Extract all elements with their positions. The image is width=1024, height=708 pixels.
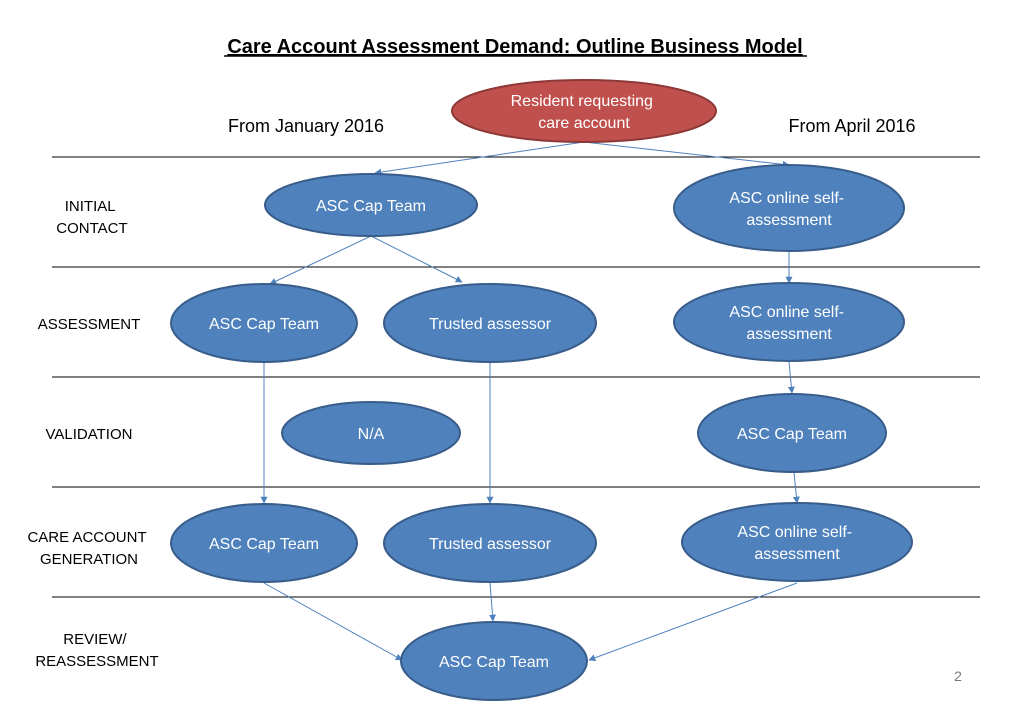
node-assessment-online-self-assessment: ASC online self- assessment bbox=[673, 282, 905, 362]
node-label: ASC Cap Team bbox=[737, 426, 847, 443]
stage-label-validation: VALIDATION bbox=[46, 426, 133, 443]
node-label: ASC Cap Team bbox=[439, 654, 549, 671]
diagram-title: Care Account Assessment Demand: Outline … bbox=[227, 36, 802, 58]
stage-label-line: VALIDATION bbox=[46, 426, 133, 443]
heading-from-april-2016: From April 2016 bbox=[788, 116, 915, 136]
node-assessment-trusted-assessor: Trusted assessor bbox=[383, 283, 597, 363]
node-label-line: ASC Cap Team bbox=[209, 316, 319, 333]
node-shape bbox=[170, 283, 358, 363]
node-label: ASC Cap Team bbox=[209, 536, 319, 553]
node-resident-requesting: Resident requesting care account bbox=[451, 79, 717, 143]
node-generation-trusted-assessor: Trusted assessor bbox=[383, 503, 597, 583]
node-generation-online-self-assessment: ASC online self- assessment bbox=[681, 502, 913, 582]
heading-from-january-2016: From January 2016 bbox=[228, 116, 384, 136]
node-label-line: Trusted assessor bbox=[429, 536, 552, 553]
node-shape bbox=[451, 79, 717, 143]
node-assessment-asc-cap-team: ASC Cap Team bbox=[170, 283, 358, 363]
node-label-line: N/A bbox=[358, 426, 385, 443]
stage-label-line: REVIEW/ bbox=[63, 631, 127, 648]
node-shape bbox=[400, 621, 588, 701]
node-shape bbox=[383, 283, 597, 363]
node-label: Trusted assessor bbox=[429, 316, 552, 333]
node-label-line: care account bbox=[538, 115, 630, 132]
flow-arrows bbox=[260, 141, 800, 662]
stage-label-line: CONTACT bbox=[56, 220, 127, 237]
node-shape bbox=[673, 164, 905, 252]
node-generation-asc-cap-team: ASC Cap Team bbox=[170, 503, 358, 583]
arrow-initial-to-assess-trusted bbox=[370, 235, 463, 283]
node-shape bbox=[673, 282, 905, 362]
arrow-gen-online-to-review bbox=[588, 582, 798, 662]
stage-label-line: GENERATION bbox=[40, 551, 138, 568]
page-number: 2 bbox=[954, 668, 962, 684]
arrow-initial-to-assess-cap bbox=[269, 235, 372, 285]
stage-label-initial-contact: INITIAL CONTACT bbox=[56, 198, 127, 237]
stage-label-assessment: ASSESSMENT bbox=[38, 316, 141, 333]
node-label-line: assessment bbox=[746, 326, 832, 343]
node-label: ASC online self- assessment bbox=[729, 304, 848, 343]
arrow-assess-online-to-valid-cap bbox=[787, 361, 795, 394]
node-initial-asc-cap-team: ASC Cap Team bbox=[264, 173, 478, 237]
node-validation-na: N/A bbox=[281, 401, 461, 465]
stage-label-review-reassessment: REVIEW/ REASSESSMENT bbox=[35, 631, 158, 670]
stage-dividers bbox=[52, 156, 980, 598]
stage-label-care-account-generation: CARE ACCOUNT GENERATION bbox=[27, 529, 150, 568]
node-label: Trusted assessor bbox=[429, 536, 552, 553]
node-label: Resident requesting care account bbox=[511, 93, 658, 132]
node-shape bbox=[383, 503, 597, 583]
arrow-valid-cap-to-gen-online bbox=[792, 471, 800, 504]
node-shape bbox=[681, 502, 913, 582]
node-label-line: ASC online self- bbox=[737, 524, 852, 541]
arrow-gen-trusted-to-review bbox=[489, 582, 496, 622]
node-shape bbox=[170, 503, 358, 583]
node-shape bbox=[264, 173, 478, 237]
node-shape bbox=[697, 393, 887, 473]
node-label-line: ASC online self- bbox=[729, 190, 844, 207]
node-label: ASC online self- assessment bbox=[729, 190, 848, 229]
arrow-resident-to-cap-team bbox=[374, 141, 585, 176]
node-shape bbox=[281, 401, 461, 465]
arrow-resident-to-online bbox=[583, 141, 790, 168]
node-label-line: ASC online self- bbox=[729, 304, 844, 321]
node-label: N/A bbox=[358, 426, 385, 443]
arrow-gen-cap-to-review bbox=[263, 582, 403, 661]
node-label: ASC online self- assessment bbox=[737, 524, 856, 563]
stage-label-line: REASSESSMENT bbox=[35, 653, 158, 670]
node-label: ASC Cap Team bbox=[316, 198, 426, 215]
node-label: ASC Cap Team bbox=[209, 316, 319, 333]
stage-label-line: INITIAL bbox=[65, 198, 116, 215]
node-label-line: ASC Cap Team bbox=[737, 426, 847, 443]
node-validation-asc-cap-team: ASC Cap Team bbox=[697, 393, 887, 473]
node-review-asc-cap-team: ASC Cap Team bbox=[400, 621, 588, 701]
node-label-line: ASC Cap Team bbox=[439, 654, 549, 671]
node-label-line: Resident requesting bbox=[511, 93, 653, 110]
node-label-line: ASC Cap Team bbox=[316, 198, 426, 215]
node-label-line: ASC Cap Team bbox=[209, 536, 319, 553]
node-label-line: assessment bbox=[754, 546, 840, 563]
stage-label-line: ASSESSMENT bbox=[38, 316, 141, 333]
stage-label-line: CARE ACCOUNT bbox=[27, 529, 146, 546]
node-label-line: Trusted assessor bbox=[429, 316, 552, 333]
node-initial-online-self-assessment: ASC online self- assessment bbox=[673, 164, 905, 252]
node-label-line: assessment bbox=[746, 212, 832, 229]
